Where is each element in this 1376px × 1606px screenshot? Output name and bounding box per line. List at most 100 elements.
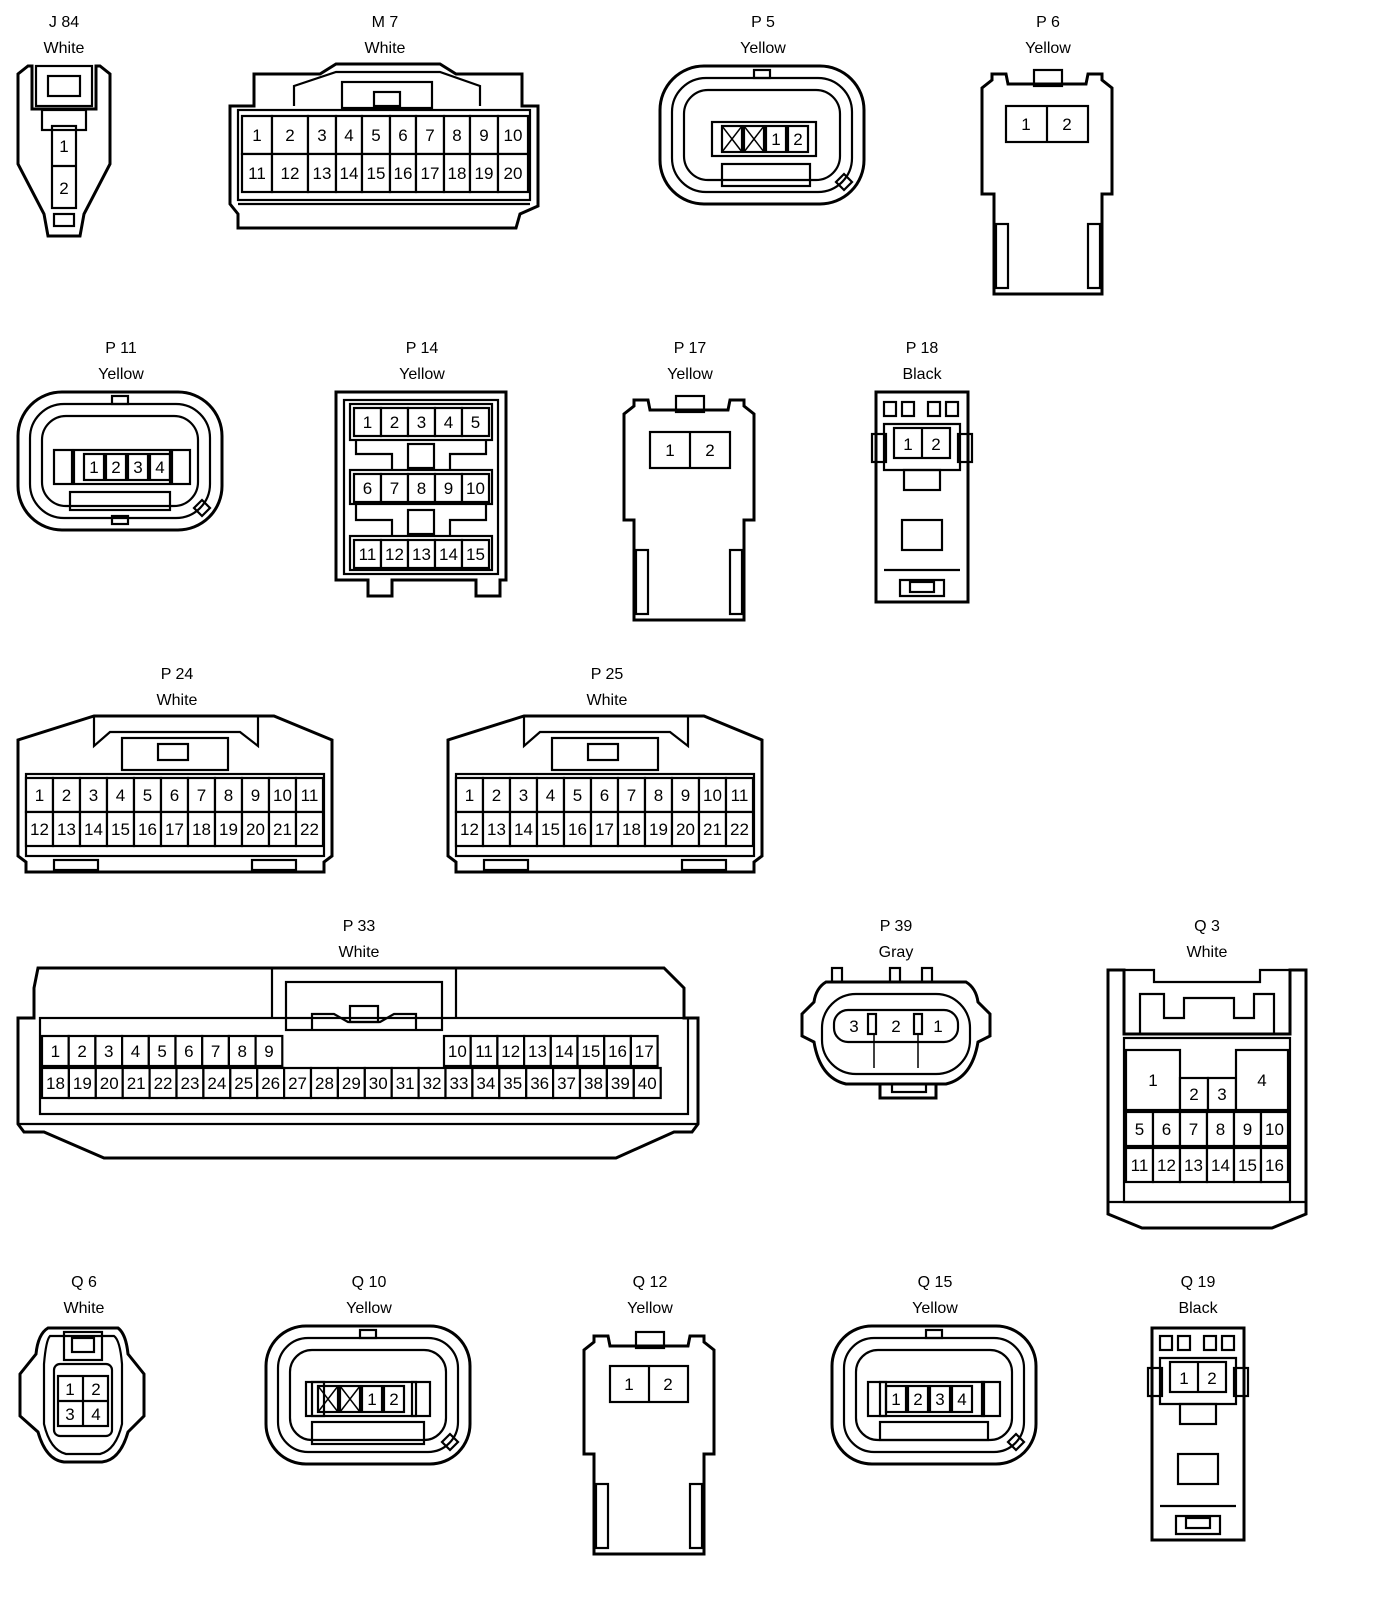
pin-cell xyxy=(388,152,418,194)
connector-id: P 11 xyxy=(105,340,137,357)
pin-10: 10 xyxy=(273,786,292,805)
pin-cell xyxy=(336,1066,366,1100)
connector-outline: 1 2 xyxy=(658,64,866,206)
pin-cell xyxy=(481,810,512,848)
pin-cell xyxy=(67,1066,97,1100)
pin-3: 3 xyxy=(317,126,326,145)
pin-11: 11 xyxy=(359,545,377,564)
pin-24: 24 xyxy=(207,1074,226,1093)
pin-11: 11 xyxy=(1131,1156,1149,1175)
pin-2: 2 xyxy=(62,786,71,805)
pin-cell xyxy=(159,810,190,848)
pin-cell xyxy=(294,776,325,814)
connector-p18: P 18 Black 1 2 xyxy=(870,340,974,610)
pin-16: 16 xyxy=(1265,1156,1284,1175)
pin-19: 19 xyxy=(649,820,668,839)
pin-1: 1 xyxy=(624,1375,633,1394)
pin-cell xyxy=(1259,1146,1290,1184)
connector-id: Q 6 xyxy=(71,1274,97,1291)
pin-9: 9 xyxy=(444,479,453,498)
pin-16: 16 xyxy=(394,164,413,183)
pin-19: 19 xyxy=(219,820,238,839)
pin-18: 18 xyxy=(192,820,211,839)
pin-2: 2 xyxy=(77,1042,86,1061)
pin-3: 3 xyxy=(89,786,98,805)
pin-cell xyxy=(309,1066,339,1100)
pin-cell xyxy=(442,114,472,156)
pin-7: 7 xyxy=(197,786,206,805)
pin-cell xyxy=(498,1066,528,1100)
connector-color: Gray xyxy=(878,944,914,961)
pin-17: 17 xyxy=(421,164,440,183)
pin-4: 4 xyxy=(155,458,164,477)
pin-2: 2 xyxy=(705,441,714,460)
pin-cell xyxy=(1205,1110,1236,1148)
pin-14: 14 xyxy=(555,1042,574,1061)
pin-cell xyxy=(414,152,446,194)
pin-1: 1 xyxy=(363,413,372,432)
pin-10: 10 xyxy=(703,786,722,805)
pin-cell xyxy=(670,810,701,848)
pin-30: 30 xyxy=(369,1074,388,1093)
pin-8: 8 xyxy=(238,1042,247,1061)
pin-cell xyxy=(417,1066,447,1100)
connector-outline: 3 2 1 xyxy=(800,966,992,1100)
pin-22: 22 xyxy=(154,1074,173,1093)
pin-19: 19 xyxy=(73,1074,92,1093)
pin-28: 28 xyxy=(315,1074,334,1093)
pin-20: 20 xyxy=(100,1074,119,1093)
pin-4: 4 xyxy=(957,1390,966,1409)
connector-p11: P 11 Yellow 1 2 3 4 xyxy=(14,340,228,540)
pin-cell xyxy=(1178,1146,1209,1184)
pin-2: 2 xyxy=(390,413,399,432)
pin-cell xyxy=(562,776,593,814)
pin-3: 3 xyxy=(104,1042,113,1061)
pin-3: 3 xyxy=(935,1390,944,1409)
pin-5: 5 xyxy=(371,126,380,145)
pin-21: 21 xyxy=(703,820,722,839)
pin-cell xyxy=(576,1034,606,1068)
pin-3: 3 xyxy=(133,458,142,477)
pin-16: 16 xyxy=(138,820,157,839)
pin-2: 2 xyxy=(389,1390,398,1409)
pin-4: 4 xyxy=(116,786,125,805)
pin-7: 7 xyxy=(390,479,399,498)
pin-cell xyxy=(496,152,530,194)
connector-outline: 1 2 3 4 xyxy=(16,390,224,532)
pin-cell xyxy=(1178,1076,1210,1112)
pin-15: 15 xyxy=(111,820,130,839)
pin-cell xyxy=(508,810,539,848)
pin-9: 9 xyxy=(264,1042,273,1061)
pin-cell xyxy=(724,776,755,814)
pin-cell xyxy=(616,776,647,814)
pin-cell xyxy=(406,406,437,438)
pin-12: 12 xyxy=(30,820,49,839)
pin-cell xyxy=(1178,1110,1209,1148)
pin-6: 6 xyxy=(170,786,179,805)
connector-id: J 84 xyxy=(48,14,80,31)
pin-11: 11 xyxy=(475,1042,493,1061)
pin-cell xyxy=(267,810,298,848)
connector-color: Yellow xyxy=(346,1300,392,1317)
connector-outline: 1 2 xyxy=(582,1330,716,1556)
pin-35: 35 xyxy=(503,1074,522,1093)
pin-cell xyxy=(1151,1146,1182,1184)
pin-cell xyxy=(406,472,437,504)
pin-13: 13 xyxy=(412,545,431,564)
pin-12: 12 xyxy=(501,1042,520,1061)
pin-18: 18 xyxy=(46,1074,65,1093)
pin-8: 8 xyxy=(654,786,663,805)
pin-5: 5 xyxy=(471,413,480,432)
pin-33: 33 xyxy=(449,1074,468,1093)
pin-cell xyxy=(469,1034,499,1068)
pin-1: 1 xyxy=(1179,1369,1188,1388)
pin-cell xyxy=(254,1034,284,1068)
pin-2: 2 xyxy=(913,1390,922,1409)
connector-p6: P 6 Yellow 1 2 xyxy=(978,14,1118,298)
